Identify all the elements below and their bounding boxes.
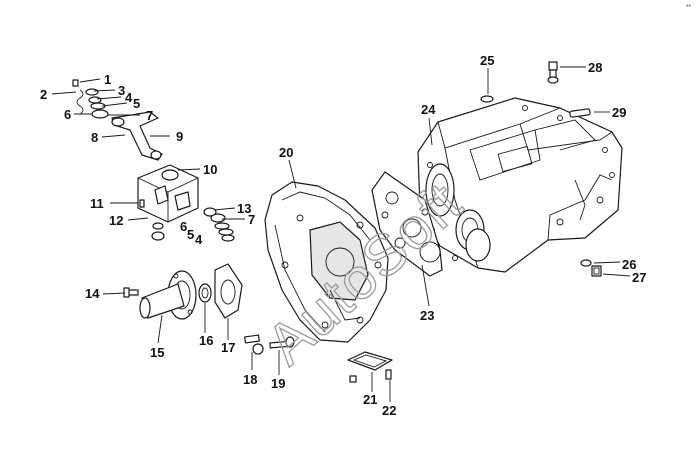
- callout-29: 29: [612, 105, 626, 120]
- callout-7: 7: [146, 108, 153, 123]
- screw: [385, 369, 392, 380]
- callout-8: 8: [91, 130, 98, 145]
- o-ring-top: [480, 95, 494, 103]
- gearbox-housing: [417, 97, 623, 273]
- callout-18: 18: [243, 372, 257, 387]
- seal-ring-inner: [201, 287, 209, 299]
- callout-14: 14: [85, 286, 100, 301]
- callout-19: 19: [271, 376, 285, 391]
- callout-26: 26: [622, 257, 636, 272]
- corner-mark: ••: [686, 3, 691, 10]
- callout-12: 12: [109, 213, 123, 228]
- callout-5b: 5: [187, 227, 194, 242]
- callout-1: 1: [104, 72, 111, 87]
- drain-plug-washer: [580, 259, 592, 267]
- seal-ring: [198, 283, 212, 303]
- callout-9: 9: [176, 129, 183, 144]
- callout-4b: 4: [195, 232, 203, 247]
- leader-lines: [51, 66, 631, 402]
- callout-numbers: 1 2 3 4 5 6 7 8 9 10 11 12 13 7 6 5 4 14…: [40, 53, 646, 418]
- callout-20: 20: [279, 145, 293, 160]
- callout-11: 11: [90, 196, 104, 211]
- callout-4: 4: [125, 90, 133, 105]
- bolt-18: [244, 334, 264, 355]
- bell-housing: [264, 181, 389, 343]
- callout-28: 28: [588, 60, 602, 75]
- callout-2: 2: [40, 87, 47, 102]
- callout-27: 27: [632, 270, 646, 285]
- callout-5: 5: [133, 96, 140, 111]
- callout-3: 3: [118, 83, 125, 98]
- callout-13: 13: [237, 201, 251, 216]
- callout-24: 24: [421, 102, 436, 117]
- gasket: [371, 171, 443, 277]
- dowel-pin: [569, 108, 591, 118]
- callout-6: 6: [64, 107, 71, 122]
- callout-21: 21: [363, 392, 377, 407]
- callout-10: 10: [203, 162, 217, 177]
- callout-16: 16: [199, 333, 213, 348]
- breather-valve: [547, 61, 559, 84]
- bolt: [123, 287, 139, 298]
- callout-15: 15: [150, 345, 164, 360]
- shift-mechanism: [72, 79, 235, 242]
- callout-23: 23: [420, 308, 434, 323]
- callout-17: 17: [221, 340, 235, 355]
- drain-plug: [591, 265, 602, 277]
- callout-6b: 6: [180, 219, 187, 234]
- cover-gasket: [214, 263, 243, 319]
- inspection-cover: [347, 351, 393, 383]
- input-shaft-cover: [139, 270, 197, 320]
- callout-22: 22: [382, 403, 396, 418]
- callout-25: 25: [480, 53, 494, 68]
- callout-7b: 7: [248, 212, 255, 227]
- stud-bolt: [269, 336, 295, 349]
